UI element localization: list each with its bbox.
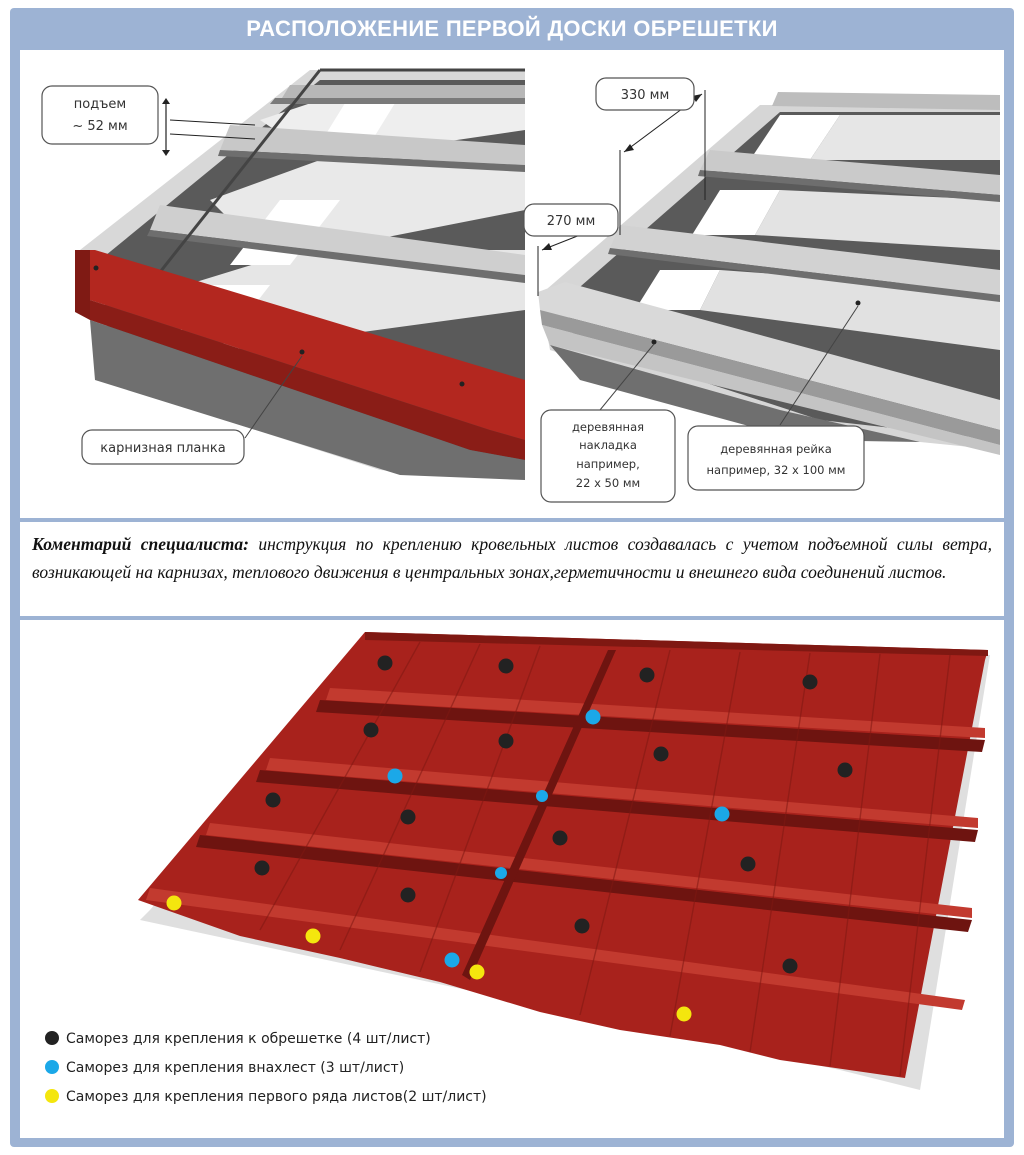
title-bar: РАСПОЛОЖЕНИЕ ПЕРВОЙ ДОСКИ ОБРЕШЕТКИ [14, 10, 1010, 48]
screw-black [363, 722, 379, 738]
overlay-line1: деревянная [572, 420, 644, 434]
screw-blue [536, 790, 548, 802]
eave-strip [75, 250, 525, 440]
comment-label: Коментарий специалиста: [32, 534, 249, 554]
screw-black [653, 746, 669, 762]
lift-label-line2: ~ 52 мм [72, 119, 127, 134]
left-batten-diagram: подъем ~ 52 мм карнизная планка [41, 68, 525, 480]
comment-text: инструкция по креплению кровельных листо… [32, 534, 992, 582]
legend-swatch-blue [45, 1060, 59, 1074]
batten-2 [220, 125, 525, 165]
screw-yellow [469, 964, 485, 980]
screw-blue [585, 709, 601, 725]
batten-3 [150, 205, 525, 275]
fascia-board [90, 320, 525, 480]
overlay-line2: накладка [579, 438, 637, 452]
eave-strip-label: карнизная планка [100, 441, 225, 456]
right-batten-1 [772, 92, 1000, 110]
dim-330-label: 330 мм [621, 88, 670, 103]
right-batten-diagram: 330 мм 270 мм деревянная накладка наприм… [523, 77, 1000, 503]
screw-black [265, 792, 281, 808]
batten-line2: например, 32 х 100 мм [707, 463, 846, 477]
right-batten-2 [700, 150, 1000, 195]
screw-black [740, 856, 756, 872]
screw-black [498, 733, 514, 749]
screw-blue [495, 867, 507, 879]
legend-label-black: Саморез для крепления к обрешетке (4 шт/… [66, 1031, 431, 1047]
page-title: РАСПОЛОЖЕНИЕ ПЕРВОЙ ДОСКИ ОБРЕШЕТКИ [246, 16, 778, 41]
screw-yellow [305, 928, 321, 944]
screw-black [400, 809, 416, 825]
metal-tile-roof [138, 632, 990, 1090]
batten-diagrams-panel: подъем ~ 52 мм карнизная планка [20, 50, 1004, 518]
batten-line1: деревянная рейка [720, 442, 832, 456]
lift-label-line1: подъем [74, 97, 126, 112]
screw-legend: Саморез для крепления к обрешетке (4 шт/… [45, 1031, 487, 1105]
screw-black [254, 860, 270, 876]
batten-1 [282, 85, 525, 98]
legend-label-yellow: Саморез для крепления первого ряда листо… [66, 1089, 487, 1105]
legend-swatch-black [45, 1031, 59, 1045]
screw-black [552, 830, 568, 846]
screw-black [498, 658, 514, 674]
screw-black [400, 887, 416, 903]
specialist-comment: Коментарий специалиста: инструкция по кр… [20, 522, 1004, 586]
wooden-overlay [538, 282, 1000, 430]
screw-black [837, 762, 853, 778]
screw-blue [387, 768, 403, 784]
screw-blue [714, 806, 730, 822]
screw-yellow [166, 895, 182, 911]
legend-swatch-yellow [45, 1089, 59, 1103]
screw-black [639, 667, 655, 683]
specialist-comment-panel: Коментарий специалиста: инструкция по кр… [20, 522, 1004, 616]
screw-black [377, 655, 393, 671]
screw-black [802, 674, 818, 690]
screw-black [782, 958, 798, 974]
overlay-line3: например, [576, 457, 640, 471]
legend-label-blue: Саморез для крепления внахлест (3 шт/лис… [66, 1060, 404, 1076]
right-batten-3 [610, 225, 1000, 295]
screw-blue [444, 952, 460, 968]
screw-yellow [676, 1006, 692, 1022]
screw-black [574, 918, 590, 934]
screw-layout-panel: Саморез для крепления к обрешетке (4 шт/… [20, 620, 1004, 1138]
overlay-line4: 22 х 50 мм [576, 476, 640, 490]
dim-270-label: 270 мм [547, 214, 596, 229]
